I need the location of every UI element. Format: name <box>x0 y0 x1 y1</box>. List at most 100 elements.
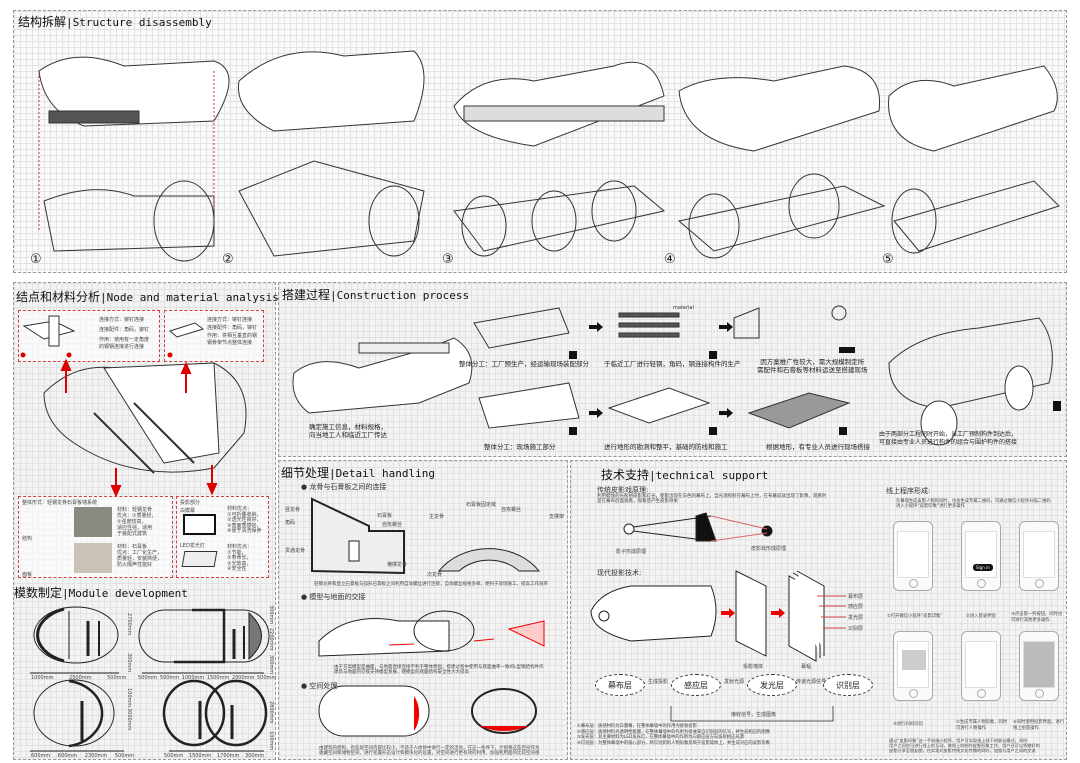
dim: 500mm <box>164 753 184 759</box>
dim-vertical: 2700mm <box>126 613 132 636</box>
shadow-play-label: 皮影戏形成原理 <box>751 546 787 552</box>
detail-drawings <box>311 497 545 737</box>
dim-vertical: 100mm <box>268 731 274 751</box>
line: 通过“皮影印象”这一手机端小程序，用户可实现线上线下的联动模式，同时 <box>889 738 1028 743</box>
sign-in-button[interactable]: Sign in <box>973 564 993 571</box>
step-label: ④ <box>664 252 676 267</box>
node-panel: 结点和材料分析|Node and material analysis 连接方式：… <box>13 282 279 760</box>
led-text: 材料优点：①节能，②寿命长，③光效高，④安全性 <box>227 544 253 573</box>
final-caption: 由于两部分工程同时开始，当工厂预制构件到达后，可直接由专业人员进行构件的组合与围… <box>879 431 1017 447</box>
title-cn: 技术支持 <box>601 468 650 482</box>
title-en: |Module development <box>62 587 188 600</box>
board-label: 面板 <box>22 572 33 578</box>
construction-drawings <box>292 305 1061 446</box>
line: 可直接由专业人员进行构件的组合与围护构件的搭接 <box>879 439 1018 446</box>
screen-label: 幕幅 <box>801 664 812 670</box>
title-en: |Node and material analysis <box>100 291 279 304</box>
dim: 1000mm <box>31 675 54 681</box>
title-cn: 结点和材料分析 <box>16 290 101 304</box>
joint-text: 连接方式：铆钉连接 <box>99 317 145 323</box>
section-heading-2: ● 模型与地面的交接 <box>301 593 366 601</box>
joint-text: 钢骨架节点整体连接 <box>207 340 253 346</box>
line: 优点：工厂化生产， <box>117 550 163 556</box>
flow-node: 发光层 <box>747 674 797 696</box>
led-icon <box>181 551 218 567</box>
home-button <box>1035 689 1044 698</box>
line: ④安全性 <box>227 566 247 572</box>
dim-vertical: 300mm <box>126 653 132 673</box>
line: 进入小程序“皮影印象”进行更多操作 <box>896 504 965 509</box>
heading: 模型与地面的交接 <box>309 593 366 601</box>
label: 次龙骨 <box>427 572 443 578</box>
dim: 2000mm <box>231 675 255 681</box>
heading: 龙骨与石膏板之间的连接 <box>309 483 387 491</box>
line: ②寿命长， <box>227 555 252 561</box>
board-text: 材料：石膏板优点：工厂化生产，质量轻，安装简便，防火隔声性能好 <box>117 544 162 568</box>
phone-caption: ④进行扫码识别 <box>893 722 923 727</box>
line: 由于方案模型是曲面，与地面直接连接不利于整体稳固，搭建过程中使用与底面曲率一致的… <box>334 665 544 670</box>
node-down-arrows <box>110 465 218 498</box>
label: 竖龙骨 <box>285 507 301 513</box>
module-dims-b: 500mm 500mm 1000mm 1500mm 2000mm 500mm <box>138 675 276 681</box>
line: 适应性强，适用 <box>117 525 153 531</box>
joint-text: 作用：将相互垂直的钢 <box>207 333 258 339</box>
traditional-heading: 传统皮影戏原理: <box>597 486 649 494</box>
joint-text: 连接配件：角码，铆钉 <box>99 327 150 333</box>
line: 材料优点： <box>227 544 253 550</box>
online-heading: 线上程序形成: <box>886 487 931 495</box>
dim: 2300mm <box>84 753 108 759</box>
site-caption-1: 整体分工：现场施工部分 <box>484 443 556 451</box>
phone-mockup-2: Sign in <box>961 521 1001 591</box>
phone-mockup-5 <box>961 631 1001 701</box>
factory-caption-2: 于临近工厂进行轻钢，角码，钢连接构件的生产 <box>604 360 741 368</box>
home-button <box>1035 579 1044 588</box>
line: 防火隔声性能好 <box>117 562 153 568</box>
line: 在幕墙生成皮影人物的同时，也会生成专属二维码，可通过微信小程序扫描二维码 <box>896 499 1051 504</box>
dim: 500mm <box>138 675 158 681</box>
layer-label: 识别层 <box>848 626 864 632</box>
phone-caption: ②进入登录界面 <box>966 614 996 619</box>
title-en: |Structure disassembly <box>66 16 212 29</box>
dim: 500mm <box>107 675 127 681</box>
phone-screen <box>965 641 997 688</box>
screen-text: 材料优点：①可折叠收纳，②透光性良好，③表面质感好，④便于清洗保养 <box>227 506 261 535</box>
line: 由建筑的结构，有些处空间内容比较小，不适于人体将中进行一定的活动，在这一条件下，… <box>319 746 540 751</box>
dim-vertical: 2200mm <box>268 628 274 651</box>
flow-arrow-label: 发射光源 <box>724 679 745 685</box>
module-exploded-1 <box>38 56 230 262</box>
joint-detail-1: 连接方式：铆钉连接 连接配件：角码，铆钉 作用：使用有一定角度 的钢钢连接进行连… <box>18 310 160 362</box>
step-label: ③ <box>442 252 454 267</box>
board-photo <box>74 543 112 573</box>
dim: 500mm <box>159 675 180 681</box>
phone-mockup-6 <box>1019 631 1059 701</box>
title-cn: 细节处理 <box>281 466 330 480</box>
line: ①节能， <box>227 549 247 556</box>
keel-photo <box>74 507 112 537</box>
line: ③发光层：其主要材料为LED发光灯，在整体幕墙中的作用为向感应层方向发射相应光源 <box>577 735 744 740</box>
tech-panel: 技术支持|technical support 传统皮影戏原理: 利用蜡烛的光照射… <box>570 460 1067 760</box>
layer-label: 发光层 <box>848 615 864 621</box>
flow-node: 幕布层 <box>595 674 645 696</box>
dim: 1500mm <box>206 675 230 681</box>
construction-title: 搭建过程|Construction process <box>282 286 469 303</box>
section-heading-3: ● 空间处理 <box>301 682 338 690</box>
keel-label: 结构 <box>22 536 33 542</box>
projection-material-box: 投影部分 白膜幕 LED发光灯 材料优点：①可折叠收纳，②透光性良好，③表面质感… <box>176 496 269 578</box>
phone-caption: ⑥同时使用投影界面，进行线上组装操作 <box>1013 720 1065 731</box>
online-bottom-text: 通过“皮影印象”这一手机端小程序，用户可实现线上线下的联动模式，同时用户之间也可… <box>889 738 1040 753</box>
phone-caption: ③点击第一列按钮，同时也可进行其他更多操作 <box>1011 612 1063 623</box>
screen-label: 白膜幕 <box>180 508 196 514</box>
material-label: material <box>673 305 694 311</box>
phone-caption: ⑤生成专属人物形象，同时可进行人物操作 <box>956 720 1008 731</box>
line: 确定施工信息，材料规格， <box>309 423 387 431</box>
section-heading-1: ● 龙骨与石膏板之间的连接 <box>301 483 387 491</box>
phone-screen <box>897 531 929 578</box>
home-button <box>977 579 986 588</box>
dim-vertical: 300mm <box>268 655 274 675</box>
online-text: 在幕墙生成皮影人物的同时，也会生成专属二维码，可通过微信小程序扫描二维码进入小程… <box>896 499 1051 509</box>
construction-panel: 搭建过程|Construction process material 确定施工信… <box>278 282 1067 457</box>
dim: 600mm <box>31 753 51 759</box>
dim: 1500mm <box>188 753 212 759</box>
line: 收藏空间和储物空间，进行装置形态设计和模块化的设置，对空间进行更有效的利用，加强… <box>319 751 540 756</box>
tech-title: 技术支持|technical support <box>601 466 768 483</box>
